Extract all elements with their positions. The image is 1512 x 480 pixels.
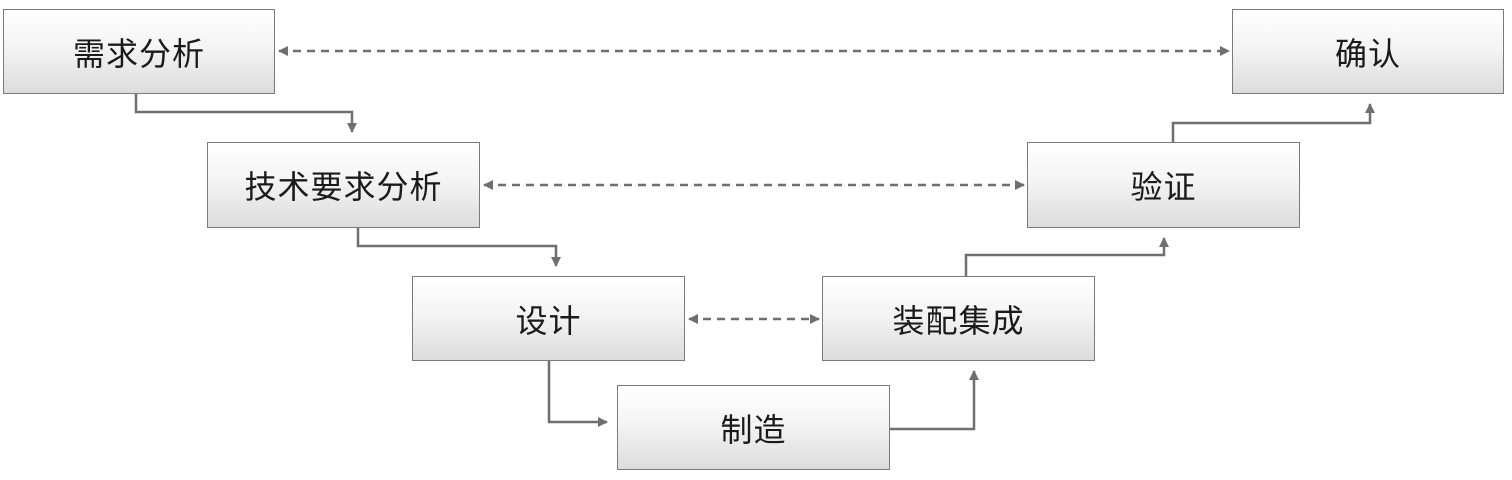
node-design-label: 设计 xyxy=(515,301,582,340)
edge-design-to-manufacture xyxy=(547,361,608,427)
edge-requirements-to-tech-requirements xyxy=(134,94,357,133)
node-requirements: 需求分析 xyxy=(3,9,275,94)
edge-assembly-to-verification xyxy=(964,237,1169,276)
edge-tech-requirements-to-design xyxy=(356,228,561,267)
node-assembly: 装配集成 xyxy=(822,276,1095,361)
node-verification-label: 验证 xyxy=(1130,168,1197,206)
node-manufacture: 制造 xyxy=(617,385,890,470)
node-verification: 验证 xyxy=(1027,142,1300,228)
node-validation-label: 确认 xyxy=(1334,34,1401,73)
edge-verification-to-validation xyxy=(1171,103,1375,142)
edge-manufacture-to-assembly xyxy=(890,370,979,431)
node-validation: 确认 xyxy=(1232,9,1504,94)
node-tech-requirements-label: 技术要求分析 xyxy=(244,168,443,206)
node-design: 设计 xyxy=(412,276,685,361)
node-tech-requirements: 技术要求分析 xyxy=(207,142,480,228)
node-manufacture-label: 制造 xyxy=(720,410,787,449)
node-requirements-label: 需求分析 xyxy=(72,34,205,73)
node-assembly-label: 装配集成 xyxy=(892,301,1025,340)
